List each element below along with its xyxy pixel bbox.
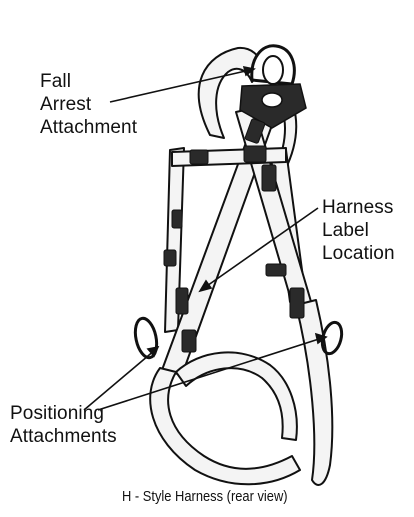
buckle-chest-right [244, 146, 266, 162]
harness-label-location-label: Harness Label Location [322, 196, 395, 265]
chest-strap [172, 148, 286, 166]
harness-label-line-1: Harness [322, 196, 395, 219]
buckle-chest-left [190, 150, 208, 164]
harness-straps [150, 48, 332, 485]
positioning-line-1: Positioning [10, 402, 117, 425]
harness-label-line-2: Label [322, 219, 395, 242]
fall-arrest-label: Fall Arrest Attachment [40, 70, 137, 139]
fall-arrest-line-3: Attachment [40, 116, 137, 139]
positioning-line-2: Attachments [10, 425, 117, 448]
fall-arrest-line-2: Arrest [40, 93, 137, 116]
positioning-attachments-label: Positioning Attachments [10, 402, 117, 448]
diagram-caption: H - Style Harness (rear view) [122, 488, 288, 505]
harness-label-line-3: Location [322, 242, 395, 265]
fall-arrest-line-1: Fall [40, 70, 137, 93]
